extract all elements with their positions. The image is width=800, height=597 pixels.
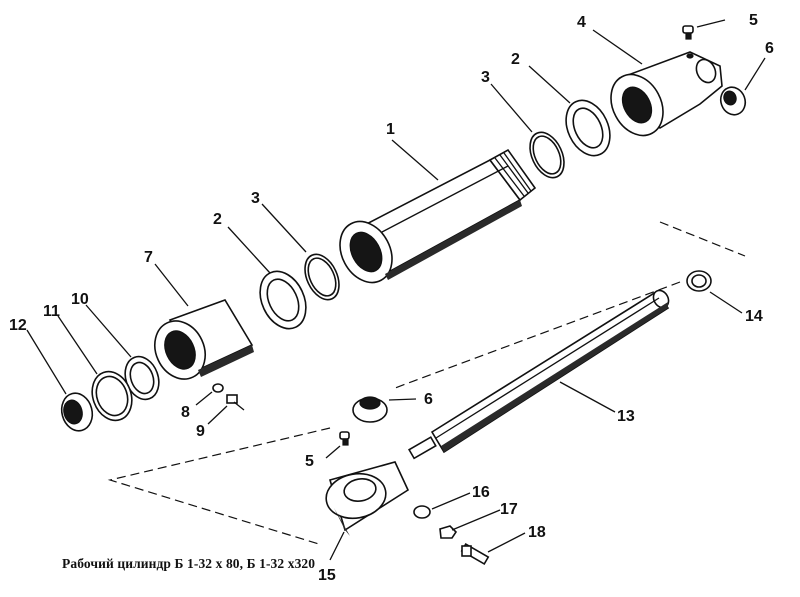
rod-eye	[325, 461, 410, 536]
leader-lines	[26, 19, 766, 561]
callout-14: 14	[745, 308, 763, 325]
callout-6-lower: 6	[424, 391, 433, 408]
callout-3-upper: 3	[481, 69, 490, 86]
callout-11: 11	[43, 303, 60, 320]
callout-9: 9	[196, 423, 205, 440]
piston-rod	[408, 289, 670, 460]
drawing-caption: Рабочий цилиндр Б 1-32 х 80, Б 1-32 х320	[62, 556, 316, 571]
washer-8	[212, 383, 224, 393]
bushing-upper	[719, 86, 747, 116]
nut-17	[439, 525, 458, 539]
grease-fitting-upper	[682, 25, 694, 40]
callout-2-lower: 2	[213, 211, 222, 228]
front-cap	[154, 299, 254, 380]
callout-1: 1	[386, 121, 395, 138]
callout-4: 4	[577, 14, 586, 31]
callout-12: 12	[9, 317, 27, 334]
washer-16	[413, 505, 431, 519]
callout-8: 8	[181, 404, 190, 421]
callout-labels: 1 2 2 3 3 4 5 5 6 6 7 8 9 10 11 12 13 14…	[9, 12, 774, 584]
callout-10: 10	[71, 291, 89, 308]
rear-cap	[610, 51, 723, 137]
ring-3-lower	[304, 253, 340, 301]
cylinder-tube	[339, 148, 537, 284]
seal-10	[124, 355, 160, 401]
assembly-dashed-line	[107, 221, 746, 546]
seal-11	[91, 370, 133, 422]
callout-13: 13	[617, 408, 635, 425]
callout-5-upper: 5	[749, 12, 758, 29]
callout-18: 18	[528, 524, 546, 541]
callout-3-lower: 3	[251, 190, 260, 207]
bushing-lower	[352, 396, 388, 423]
wiper-12	[60, 392, 94, 432]
grease-fitting-lower	[339, 431, 350, 446]
bolt-18	[460, 542, 490, 566]
ring-2-upper	[565, 99, 611, 157]
screw-9	[226, 394, 245, 411]
callout-15: 15	[318, 567, 336, 584]
ring-14	[686, 270, 712, 292]
callout-5-lower: 5	[305, 453, 314, 470]
callout-2-upper: 2	[511, 51, 520, 68]
callout-17: 17	[500, 501, 518, 518]
callout-7: 7	[144, 249, 153, 266]
ring-2-lower	[259, 270, 307, 330]
callout-6-upper: 6	[765, 40, 774, 57]
callout-16: 16	[472, 484, 490, 501]
ring-3-upper	[529, 131, 565, 179]
